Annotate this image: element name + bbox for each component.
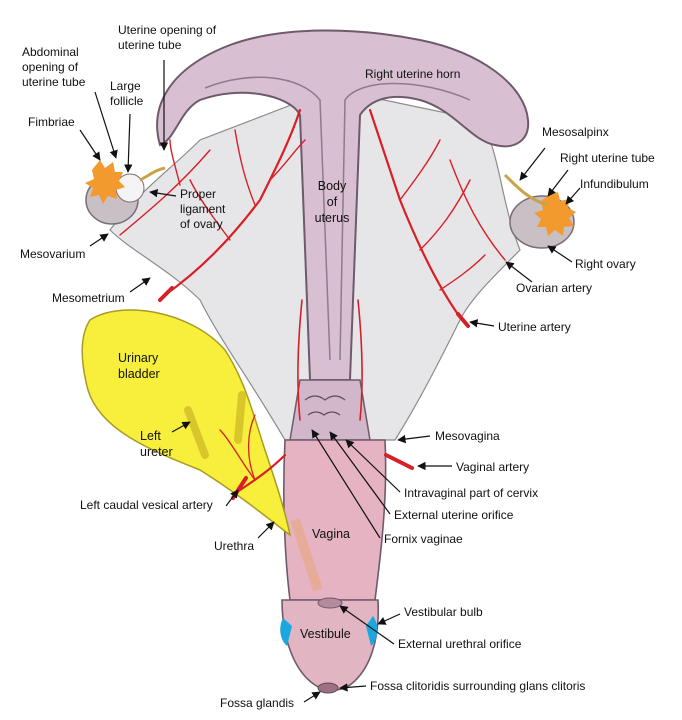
label-vaginal-artery: Vaginal artery: [456, 460, 529, 474]
leader-ovarian-artery: [505, 261, 533, 283]
left-fimbriae: [85, 160, 125, 204]
label-right-uterine-horn: Right uterine horn: [365, 67, 460, 81]
leader-abdominal-opening: [94, 91, 118, 159]
label-ovarian-artery: Ovarian artery: [516, 281, 592, 295]
leader-intravaginal-cervix: [345, 439, 401, 493]
leader-proper-ligament: [149, 188, 177, 198]
right-uterine-tube: [503, 173, 549, 207]
leader-mesovagina: [397, 434, 431, 444]
leader-uterine-artery: [469, 319, 495, 328]
cervix: [289, 379, 371, 441]
label-vestibular-bulb: Vestibular bulb: [404, 605, 483, 619]
leader-right-uterine-tube: [547, 169, 569, 197]
cervical-folds: [304, 395, 346, 416]
label-infundibulum: Infundibulum: [580, 177, 649, 191]
uterine-lumen-right: [339, 82, 471, 361]
leader-right-ovary: [547, 245, 573, 263]
left-uterine-tube: [139, 166, 166, 182]
label-vagina: Vagina: [312, 527, 350, 541]
left-ureter-shape: [184, 391, 246, 459]
leader-fimbriae: [79, 129, 101, 161]
leader-fossa-glandis: [303, 691, 321, 703]
leader-left-caudal-vesical-artery: [225, 489, 239, 507]
label-external-urethral-orifice: External urethral orifice: [398, 637, 522, 651]
leader-external-uterine-orifice: [329, 431, 391, 515]
label-vestibule: Vestibule: [300, 627, 351, 641]
label-intravaginal-cervix: Intravaginal part of cervix: [404, 486, 538, 500]
leader-left-ureter: [171, 421, 191, 433]
leader-external-urethral-orifice: [339, 605, 395, 645]
leader-mesometrium: [129, 277, 151, 293]
label-fossa-clitoridis: Fossa clitoridis surrounding glans clito…: [370, 679, 585, 693]
leader-mesosalpinx: [519, 147, 546, 181]
label-mesosalpinx: Mesosalpinx: [542, 125, 609, 139]
label-fimbriae: Fimbriae: [28, 115, 75, 129]
label-mesovarium: Mesovarium: [20, 247, 85, 261]
vascular-tree: [119, 108, 506, 500]
external-urethral-orifice-mark: [317, 597, 343, 609]
label-external-uterine-orifice: External uterine orifice: [394, 508, 514, 522]
fossa-clitoridis-mark: [317, 682, 339, 694]
label-mesovagina: Mesovagina: [435, 429, 500, 443]
uterine-lumen: [204, 76, 331, 361]
leader-mesovarium: [89, 233, 109, 247]
label-left-caudal-vesical-artery: Left caudal vesical artery: [80, 498, 213, 512]
label-right-uterine-tube: Right uterine tube: [560, 151, 655, 165]
label-right-ovary: Right ovary: [575, 257, 636, 271]
label-fossa-glandis: Fossa glandis: [220, 696, 294, 710]
vestibule-region: [281, 599, 380, 692]
label-fornix-vaginae: Fornix vaginae: [384, 532, 463, 546]
label-mesometrium: Mesometrium: [52, 291, 125, 305]
leader-urethra: [257, 521, 275, 539]
urethra-stripe: [290, 518, 323, 592]
label-uterine-artery: Uterine artery: [498, 320, 571, 334]
leader-fornix-vaginae: [311, 429, 381, 539]
vestibular-bulb-left: [280, 618, 292, 646]
leader-infundibulum: [565, 187, 581, 205]
label-urethra: Urethra: [214, 539, 254, 553]
leader-vestibular-bulb: [377, 613, 401, 625]
vestibular-bulb-right: [366, 616, 378, 646]
leader-fossa-clitoridis: [339, 683, 367, 692]
leader-large-follicle: [124, 113, 133, 173]
